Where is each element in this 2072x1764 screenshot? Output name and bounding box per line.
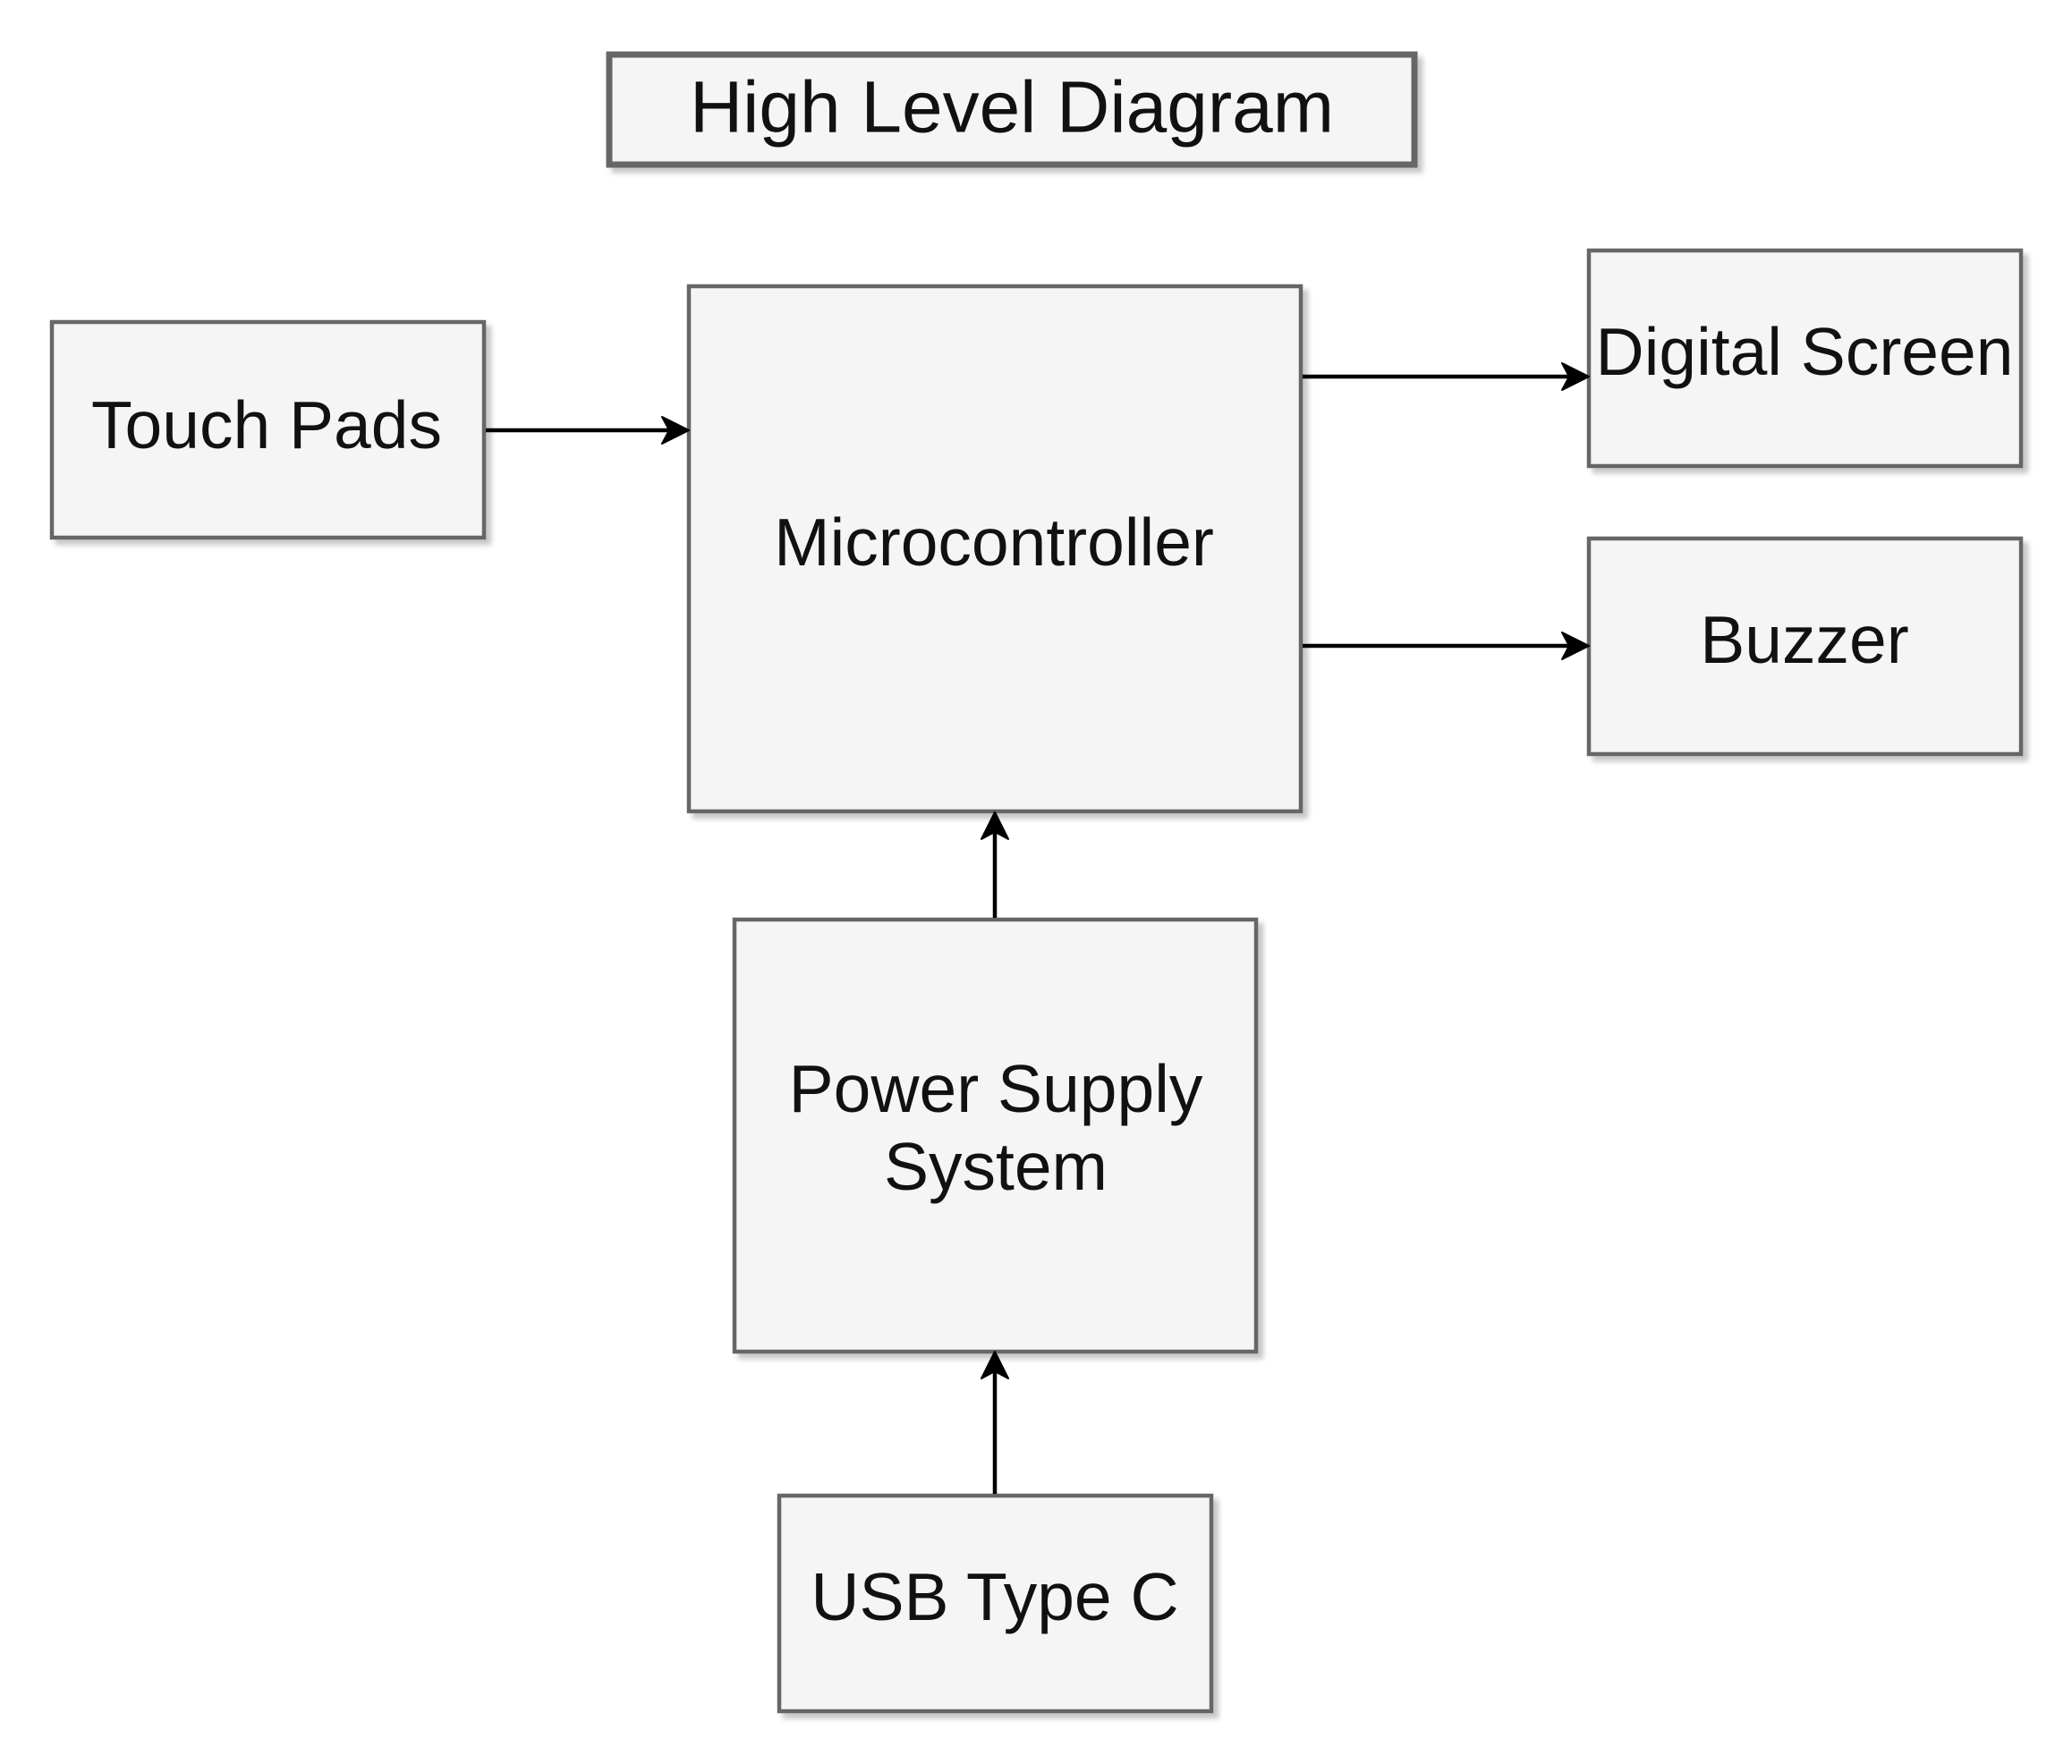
touch-pads-block: Touch Pads xyxy=(49,319,487,540)
arrow-power-supply-to-microcontroller xyxy=(981,811,1009,918)
digital-screen-label: Digital Screen xyxy=(1596,314,2014,389)
arrow-touch-pads-to-microcontroller xyxy=(486,416,690,445)
digital-screen-block: Digital Screen xyxy=(1586,248,2024,469)
microcontroller-block: Microcontroller xyxy=(686,284,1303,814)
usb-type-c-label: USB Type C xyxy=(811,1559,1178,1634)
arrow-usb-type-c-to-power-supply xyxy=(981,1351,1009,1494)
usb-type-c-block: USB Type C xyxy=(777,1493,1214,1714)
power-supply-label-line-2: System xyxy=(884,1129,1108,1204)
touch-pads-label: Touch Pads xyxy=(91,387,442,462)
microcontroller-label: Microcontroller xyxy=(774,505,1214,580)
diagram-title: High Level Diagram xyxy=(690,67,1334,148)
arrow-microcontroller-to-buzzer xyxy=(1303,632,1590,660)
buzzer-label: Buzzer xyxy=(1700,602,1908,677)
buzzer-block: Buzzer xyxy=(1586,536,2024,757)
power-supply-block: Power Supply System xyxy=(732,917,1259,1354)
power-supply-label-line-1: Power Supply xyxy=(789,1051,1203,1126)
diagram-title-box: High Level Diagram xyxy=(606,51,1418,168)
arrow-microcontroller-to-digital-screen xyxy=(1303,362,1590,391)
